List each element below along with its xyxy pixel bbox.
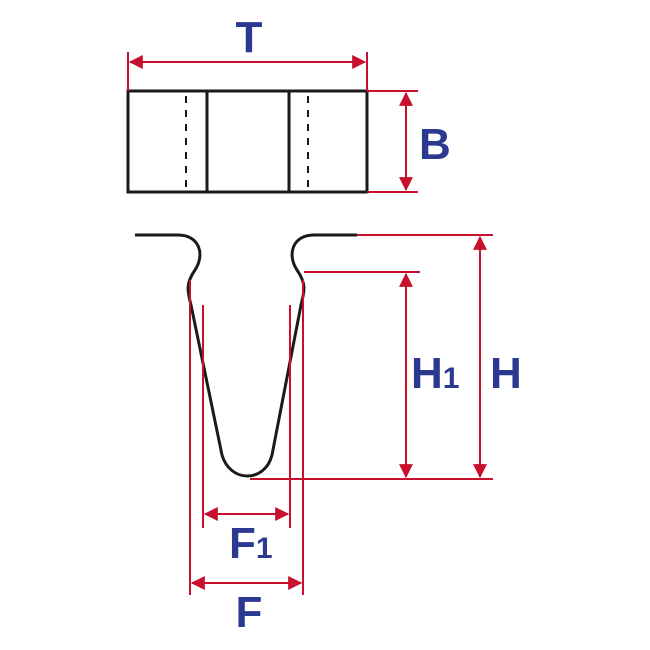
dimension-F1 [202, 305, 291, 528]
block-outline [126, 89, 369, 194]
label-T: T [236, 13, 263, 62]
label-H1-sub: 1 [443, 362, 460, 395]
dimension-F [189, 280, 304, 595]
label-F1-sub: 1 [256, 532, 273, 565]
top-view-block [126, 89, 369, 194]
dimension-T [127, 52, 368, 91]
label-H1: H1 [411, 349, 459, 398]
label-H1-main: H [411, 349, 443, 398]
label-F1-main: F [229, 519, 256, 568]
clip-profile [135, 233, 357, 478]
dimension-B [367, 90, 418, 193]
label-F1: F1 [229, 519, 273, 568]
label-B: B [419, 120, 451, 169]
label-F: F [236, 588, 263, 637]
label-H: H [490, 349, 522, 398]
dimension-H1 [304, 271, 420, 479]
